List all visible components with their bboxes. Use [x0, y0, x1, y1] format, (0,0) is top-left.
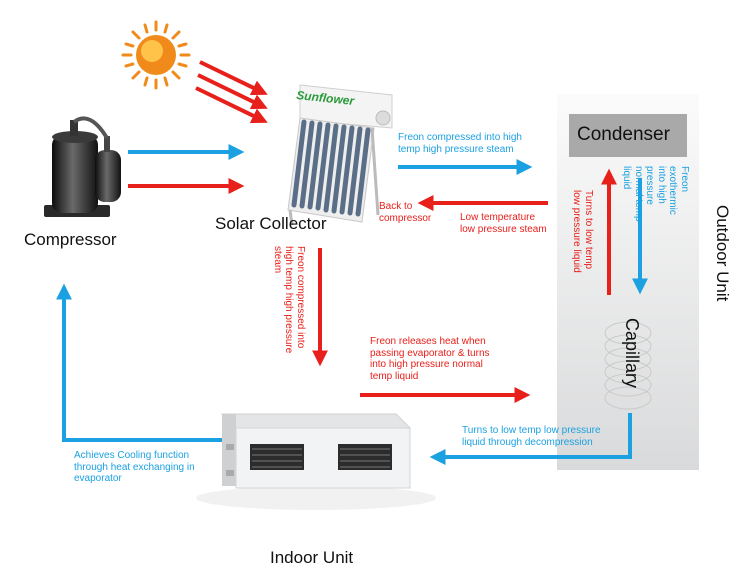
- turns-low-temp-vertical-note: Turns to low temp low pressure liquid: [571, 190, 595, 273]
- indoor-unit-label: Indoor Unit: [270, 548, 354, 567]
- freon-compressed-top-note: Freon compressed into high temp high pre…: [398, 132, 522, 155]
- condenser-label: Condenser: [577, 124, 670, 145]
- capillary-to-indoor-arrow: [429, 413, 632, 465]
- capillary-coil: [604, 321, 652, 410]
- indoor-unit-illustration: [196, 413, 436, 510]
- flow-arrows: [56, 144, 648, 465]
- achieves-cooling-note: Achieves Cooling function through heat e…: [74, 450, 195, 484]
- capillary-label: Capillary: [622, 318, 642, 389]
- turns-low-temp-liquid-note: Turns to low temp low pressure liquid th…: [462, 425, 601, 448]
- freon-exothermic-note: Freon exothermic into high pressure norm…: [621, 166, 691, 222]
- sun-rays: [195, 60, 268, 124]
- freon-releases-heat-note: Freon releases heat when passing evapora…: [370, 336, 490, 382]
- compressor-label: Compressor: [24, 230, 117, 249]
- compressor-illustration: [44, 116, 121, 217]
- freon-compressed-vertical-note: Freon compressed into high temp high pre…: [272, 246, 306, 354]
- indoor-to-compressor-arrow: [56, 283, 222, 442]
- outdoor-unit-label: Outdoor Unit: [713, 205, 732, 302]
- back-to-compressor-note: Back to compressor: [379, 201, 432, 224]
- solar-collector-illustration: [287, 84, 393, 226]
- solar-collector-label: Solar Collector: [215, 214, 327, 233]
- outdoor-unit-panel: [557, 94, 699, 470]
- sun-icon: [121, 20, 191, 90]
- low-temp-steam-note: Low temperature low pressure steam: [460, 212, 547, 235]
